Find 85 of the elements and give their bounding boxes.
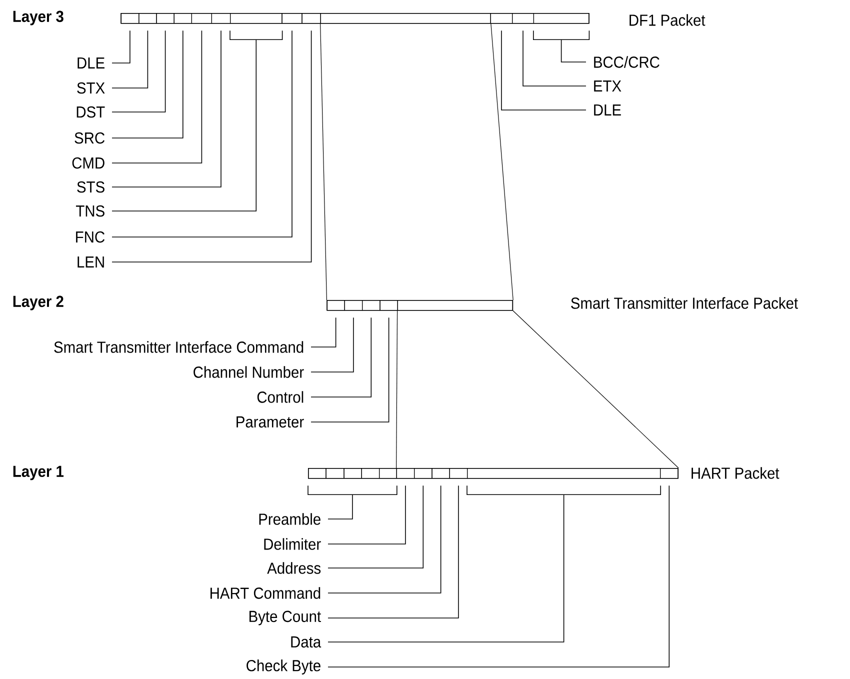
field-label: DST xyxy=(76,106,105,118)
field-cell xyxy=(344,468,362,479)
field-cell xyxy=(302,13,321,24)
leader-line xyxy=(501,30,586,110)
field-label: Parameter xyxy=(236,416,304,428)
field-label: Preamble xyxy=(259,513,320,525)
field-cell xyxy=(174,13,192,24)
field-label: Control xyxy=(257,391,304,403)
field-label: Smart Transmitter Interface Command xyxy=(54,341,304,353)
field-label: LEN xyxy=(78,256,104,268)
leader-line xyxy=(112,30,292,238)
field-label: DLE xyxy=(78,58,104,68)
field-cell xyxy=(138,13,157,24)
field-label: ETX xyxy=(594,80,622,92)
layer-label: Layer 1 xyxy=(13,466,64,480)
field-cell xyxy=(379,468,397,479)
field-cell xyxy=(344,300,363,311)
field-label: SRC xyxy=(74,132,105,144)
field-cell xyxy=(120,13,140,24)
field-label: STS xyxy=(77,181,104,193)
leader-line xyxy=(112,30,184,138)
field-label: FNC xyxy=(76,231,105,243)
leader-line xyxy=(328,485,459,618)
field-cell xyxy=(156,13,174,24)
field-label: STX xyxy=(77,82,105,94)
packet-name: HART Packet xyxy=(692,467,780,479)
leader-line xyxy=(112,30,130,64)
leader-line xyxy=(308,485,398,520)
layer-label: Layer 2 xyxy=(13,296,64,310)
field-cell xyxy=(467,468,661,479)
field-label: Check Byte xyxy=(246,660,320,674)
field-cell xyxy=(533,13,590,24)
field-cell xyxy=(211,13,231,24)
leader-line xyxy=(310,317,390,422)
leader-line xyxy=(328,485,424,568)
leader-line xyxy=(112,30,283,212)
field-cell xyxy=(397,300,513,311)
field-cell xyxy=(490,13,513,24)
field-cell xyxy=(308,468,326,479)
field-cell xyxy=(361,468,380,479)
field-label: DLE xyxy=(594,104,621,116)
leader-line xyxy=(112,30,166,112)
field-cell xyxy=(362,300,380,311)
field-cell xyxy=(449,468,468,479)
field-label: Data xyxy=(291,636,322,648)
packet-name: DF1 Packet xyxy=(630,14,706,26)
layer-label: Layer 3 xyxy=(13,10,64,26)
leader-line xyxy=(112,30,312,262)
leader-line xyxy=(328,485,670,668)
field-cell xyxy=(230,13,282,24)
expansion-line xyxy=(396,310,398,468)
field-cell xyxy=(512,13,534,24)
field-label: BCC/CRC xyxy=(594,56,660,68)
leader-line xyxy=(328,485,406,544)
field-cell xyxy=(660,468,678,479)
field-cell xyxy=(432,468,450,479)
field-cell xyxy=(326,300,345,311)
leader-line xyxy=(328,485,661,642)
field-cell xyxy=(282,13,302,24)
leader-line xyxy=(112,30,148,88)
field-label: Delimiter xyxy=(264,538,321,550)
leader-line xyxy=(533,30,590,62)
expansion-line xyxy=(320,23,327,300)
field-label: TNS xyxy=(76,205,104,217)
field-label: Address xyxy=(267,562,321,574)
field-label: CMD xyxy=(72,157,104,169)
leader-line xyxy=(112,30,222,188)
packet-name: Smart Transmitter Interface Packet xyxy=(571,297,798,309)
expansion-line xyxy=(512,310,679,468)
leader-line xyxy=(112,30,202,164)
field-label: Channel Number xyxy=(194,366,304,378)
field-cell xyxy=(414,468,432,479)
field-cell xyxy=(320,13,491,24)
leader-line xyxy=(522,30,586,86)
leader-line xyxy=(310,317,372,398)
leader-line xyxy=(310,317,336,348)
field-label: HART Command xyxy=(210,587,320,599)
field-cell xyxy=(326,468,344,479)
field-label: Byte Count xyxy=(250,610,321,626)
field-cell xyxy=(396,468,415,479)
leader-line xyxy=(310,317,354,372)
field-cell xyxy=(380,300,398,311)
field-cell xyxy=(191,13,212,24)
expansion-line xyxy=(490,23,514,300)
leader-line xyxy=(328,485,442,594)
